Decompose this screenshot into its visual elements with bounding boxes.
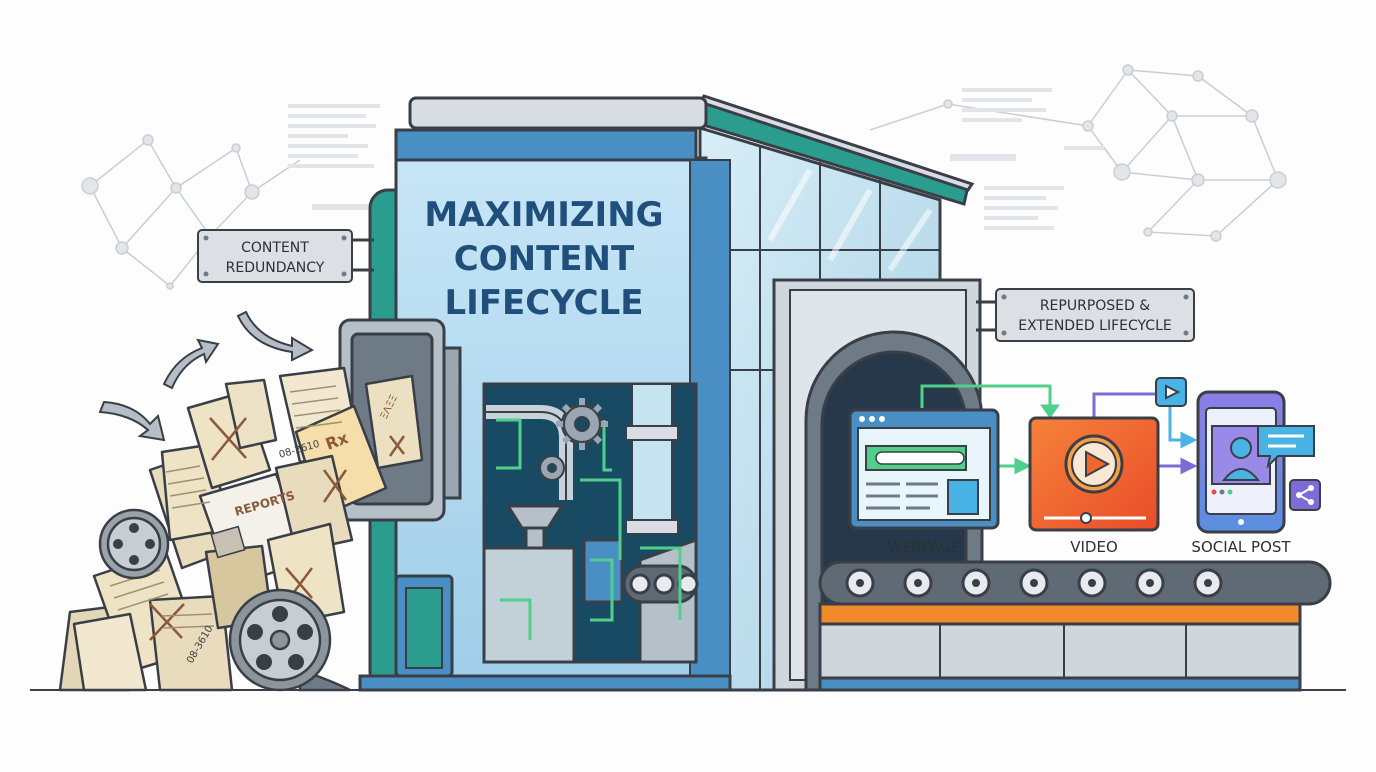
film-reel-icon <box>98 508 170 580</box>
machine-title-line-2: CONTENT <box>454 239 635 279</box>
webpage-label: WEBPAGE <box>887 538 961 556</box>
input-sign: CONTENT REDUNDANCY <box>197 229 374 283</box>
video-label: VIDEO <box>1070 538 1118 556</box>
film-reel-icon-large <box>228 588 351 692</box>
background-network-right <box>869 64 1287 242</box>
machine-circuit-lines <box>496 418 682 640</box>
glass-reflections <box>767 168 933 272</box>
arrow-icon <box>98 310 315 442</box>
document-marks <box>149 417 406 641</box>
chat-bubble-icon <box>1257 425 1315 470</box>
gear-icon-small <box>539 455 565 481</box>
conveyor-belt <box>818 560 1332 692</box>
machine-title-line-3: LIFECYCLE <box>445 283 644 323</box>
output-sign: REPURPOSED & EXTENDED LIFECYCLE <box>976 288 1195 342</box>
webpage-card <box>848 408 1000 530</box>
machine-title-line-1: MAXIMIZING <box>424 195 663 235</box>
input-sign-line-1: CONTENT <box>241 240 309 256</box>
video-card <box>1028 416 1160 532</box>
social-post-label: SOCIAL POST <box>1191 538 1291 556</box>
machine-title: MAXIMIZING CONTENT LIFECYCLE <box>424 195 663 323</box>
input-sign-line-2: REDUNDANCY <box>226 260 325 276</box>
output-sign-line-1: REPURPOSED & <box>1040 298 1150 314</box>
document-lines <box>109 385 343 629</box>
gear-icon <box>556 398 608 450</box>
background-data-lines <box>288 88 1104 230</box>
connector-arrows <box>920 384 1198 475</box>
share-icon <box>1289 479 1321 511</box>
play-icon-floating <box>1155 377 1187 407</box>
play-icon <box>1071 441 1117 487</box>
output-sign-line-2: EXTENDED LIFECYCLE <box>1018 318 1171 334</box>
